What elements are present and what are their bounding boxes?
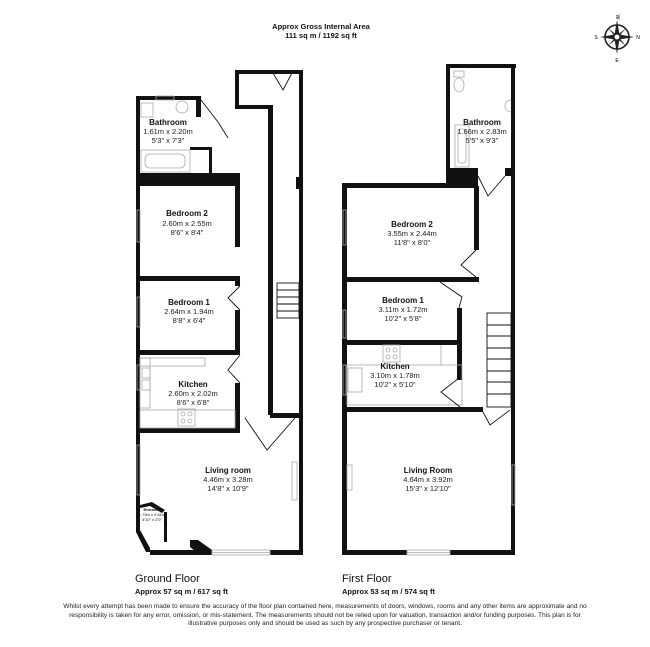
compass-right-label: N [636, 35, 640, 41]
room-imperial: 15'3" x 12'10" [405, 484, 451, 493]
room-metric: 2.64m x 1.94m [164, 307, 214, 316]
room-imperial: 11'8" x 8'0" [394, 238, 431, 247]
ground-floor-room-labels: Bathroom 1.61m x 2.20m 5'3" x 7'3" Bedro… [139, 118, 253, 522]
room-metric: 3.55m x 2.44m [387, 229, 437, 238]
ground-floor-stairs [276, 282, 300, 319]
first-floor-room-labels: Bathroom 1.66m x 2.83m 5'5" x 9'3" Bedro… [370, 118, 507, 493]
room-name: Bedroom 2 [391, 220, 433, 229]
room-imperial: 8'8" x 6'4" [173, 316, 206, 325]
first-floor-walls [342, 64, 516, 555]
room-name: Living room [205, 466, 251, 475]
room-imperial: 5'10" x 2'0" [142, 517, 162, 522]
room-name: Living Room [404, 466, 452, 475]
room-imperial: 8'6" x 8'4" [171, 228, 204, 237]
ground-floor-label: Ground Floor [135, 573, 200, 585]
compass-icon: W S N E [594, 15, 640, 64]
ground-floor-fixtures [136, 95, 298, 556]
compass-bottom-label: E [615, 58, 619, 64]
room-name: Entrance [143, 507, 161, 512]
room-metric: 1.61m x 2.20m [143, 127, 193, 136]
room-name: Bedroom 2 [166, 209, 208, 218]
ground-floor-area: Approx 57 sq m / 617 sq ft [135, 587, 228, 596]
room-metric: 4.46m x 3.28m [203, 475, 253, 484]
disclaimer: Whilst every attempt has been made to en… [63, 603, 587, 628]
first-floor-label: First Floor [342, 573, 392, 585]
ground-floor-walls [136, 70, 303, 555]
room-imperial: 10'2" x 5'10" [374, 380, 415, 389]
compass-left-label: S [594, 35, 598, 41]
ground-floor-doors [200, 72, 296, 451]
first-floor-fixtures [342, 70, 516, 556]
room-name: Bathroom [463, 118, 501, 127]
room-metric: 1.79m x 0.61m [139, 512, 166, 517]
room-metric: 4.64m x 3.92m [403, 475, 453, 484]
room-imperial: 5'5" x 9'3" [466, 136, 499, 145]
room-metric: 1.66m x 2.83m [457, 127, 507, 136]
compass-top-label: W [614, 15, 620, 20]
room-metric: 3.11m x 1.72m [378, 305, 427, 314]
room-metric: 2.60m x 2.02m [168, 389, 218, 398]
gross-area-title: Approx Gross Internal Area [272, 22, 370, 31]
room-imperial: 10'2" x 5'8" [385, 314, 422, 323]
room-name: Bedroom 1 [168, 298, 210, 307]
room-imperial: 14'8" x 10'9" [207, 484, 248, 493]
room-name: Kitchen [380, 362, 409, 371]
room-metric: 3.10m x 1.78m [370, 371, 420, 380]
room-name: Bathroom [149, 118, 187, 127]
first-floor-stairs [486, 312, 512, 408]
gross-area-value: 111 sq m / 1192 sq ft [285, 31, 357, 40]
first-floor-doors [439, 175, 511, 426]
room-imperial: 5'3" x 7'3" [152, 136, 185, 145]
first-floor-area: Approx 53 sq m / 574 sq ft [342, 587, 435, 596]
room-name: Bedroom 1 [382, 296, 424, 305]
room-metric: 2.60m x 2.55m [162, 219, 212, 228]
room-imperial: 8'6" x 6'8" [177, 398, 210, 407]
room-name: Kitchen [178, 380, 207, 389]
